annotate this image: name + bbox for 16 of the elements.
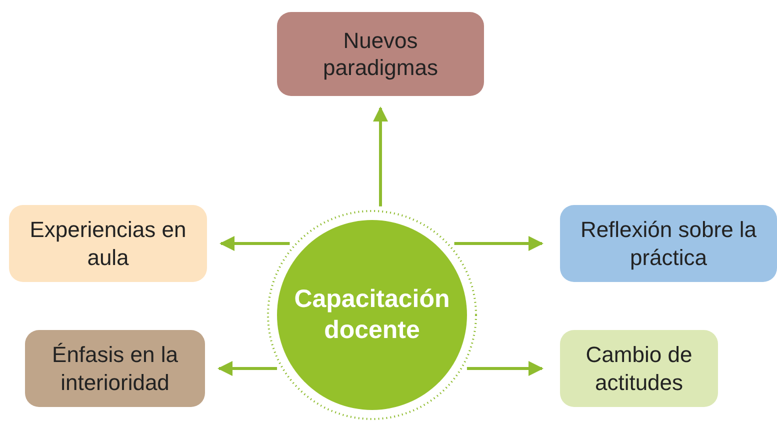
node-label: Énfasis en la interioridad <box>51 341 179 396</box>
arrow <box>218 361 278 376</box>
node-label: Cambio de actitudes <box>584 341 694 396</box>
arrow <box>454 236 544 251</box>
arrow <box>220 236 290 251</box>
topic-box <box>560 205 777 282</box>
node-label: Reflexión sobre la práctica <box>579 216 758 271</box>
node-label: Nuevos paradigmas <box>322 26 439 82</box>
arrow <box>373 106 388 206</box>
arrow <box>466 361 544 376</box>
topic-box <box>560 330 718 407</box>
topic-box <box>9 205 207 282</box>
topic-box <box>277 12 484 96</box>
node-label: Capacitación docente <box>293 284 451 346</box>
topic-box <box>25 330 205 407</box>
node-label: Experiencias en aula <box>28 216 188 271</box>
